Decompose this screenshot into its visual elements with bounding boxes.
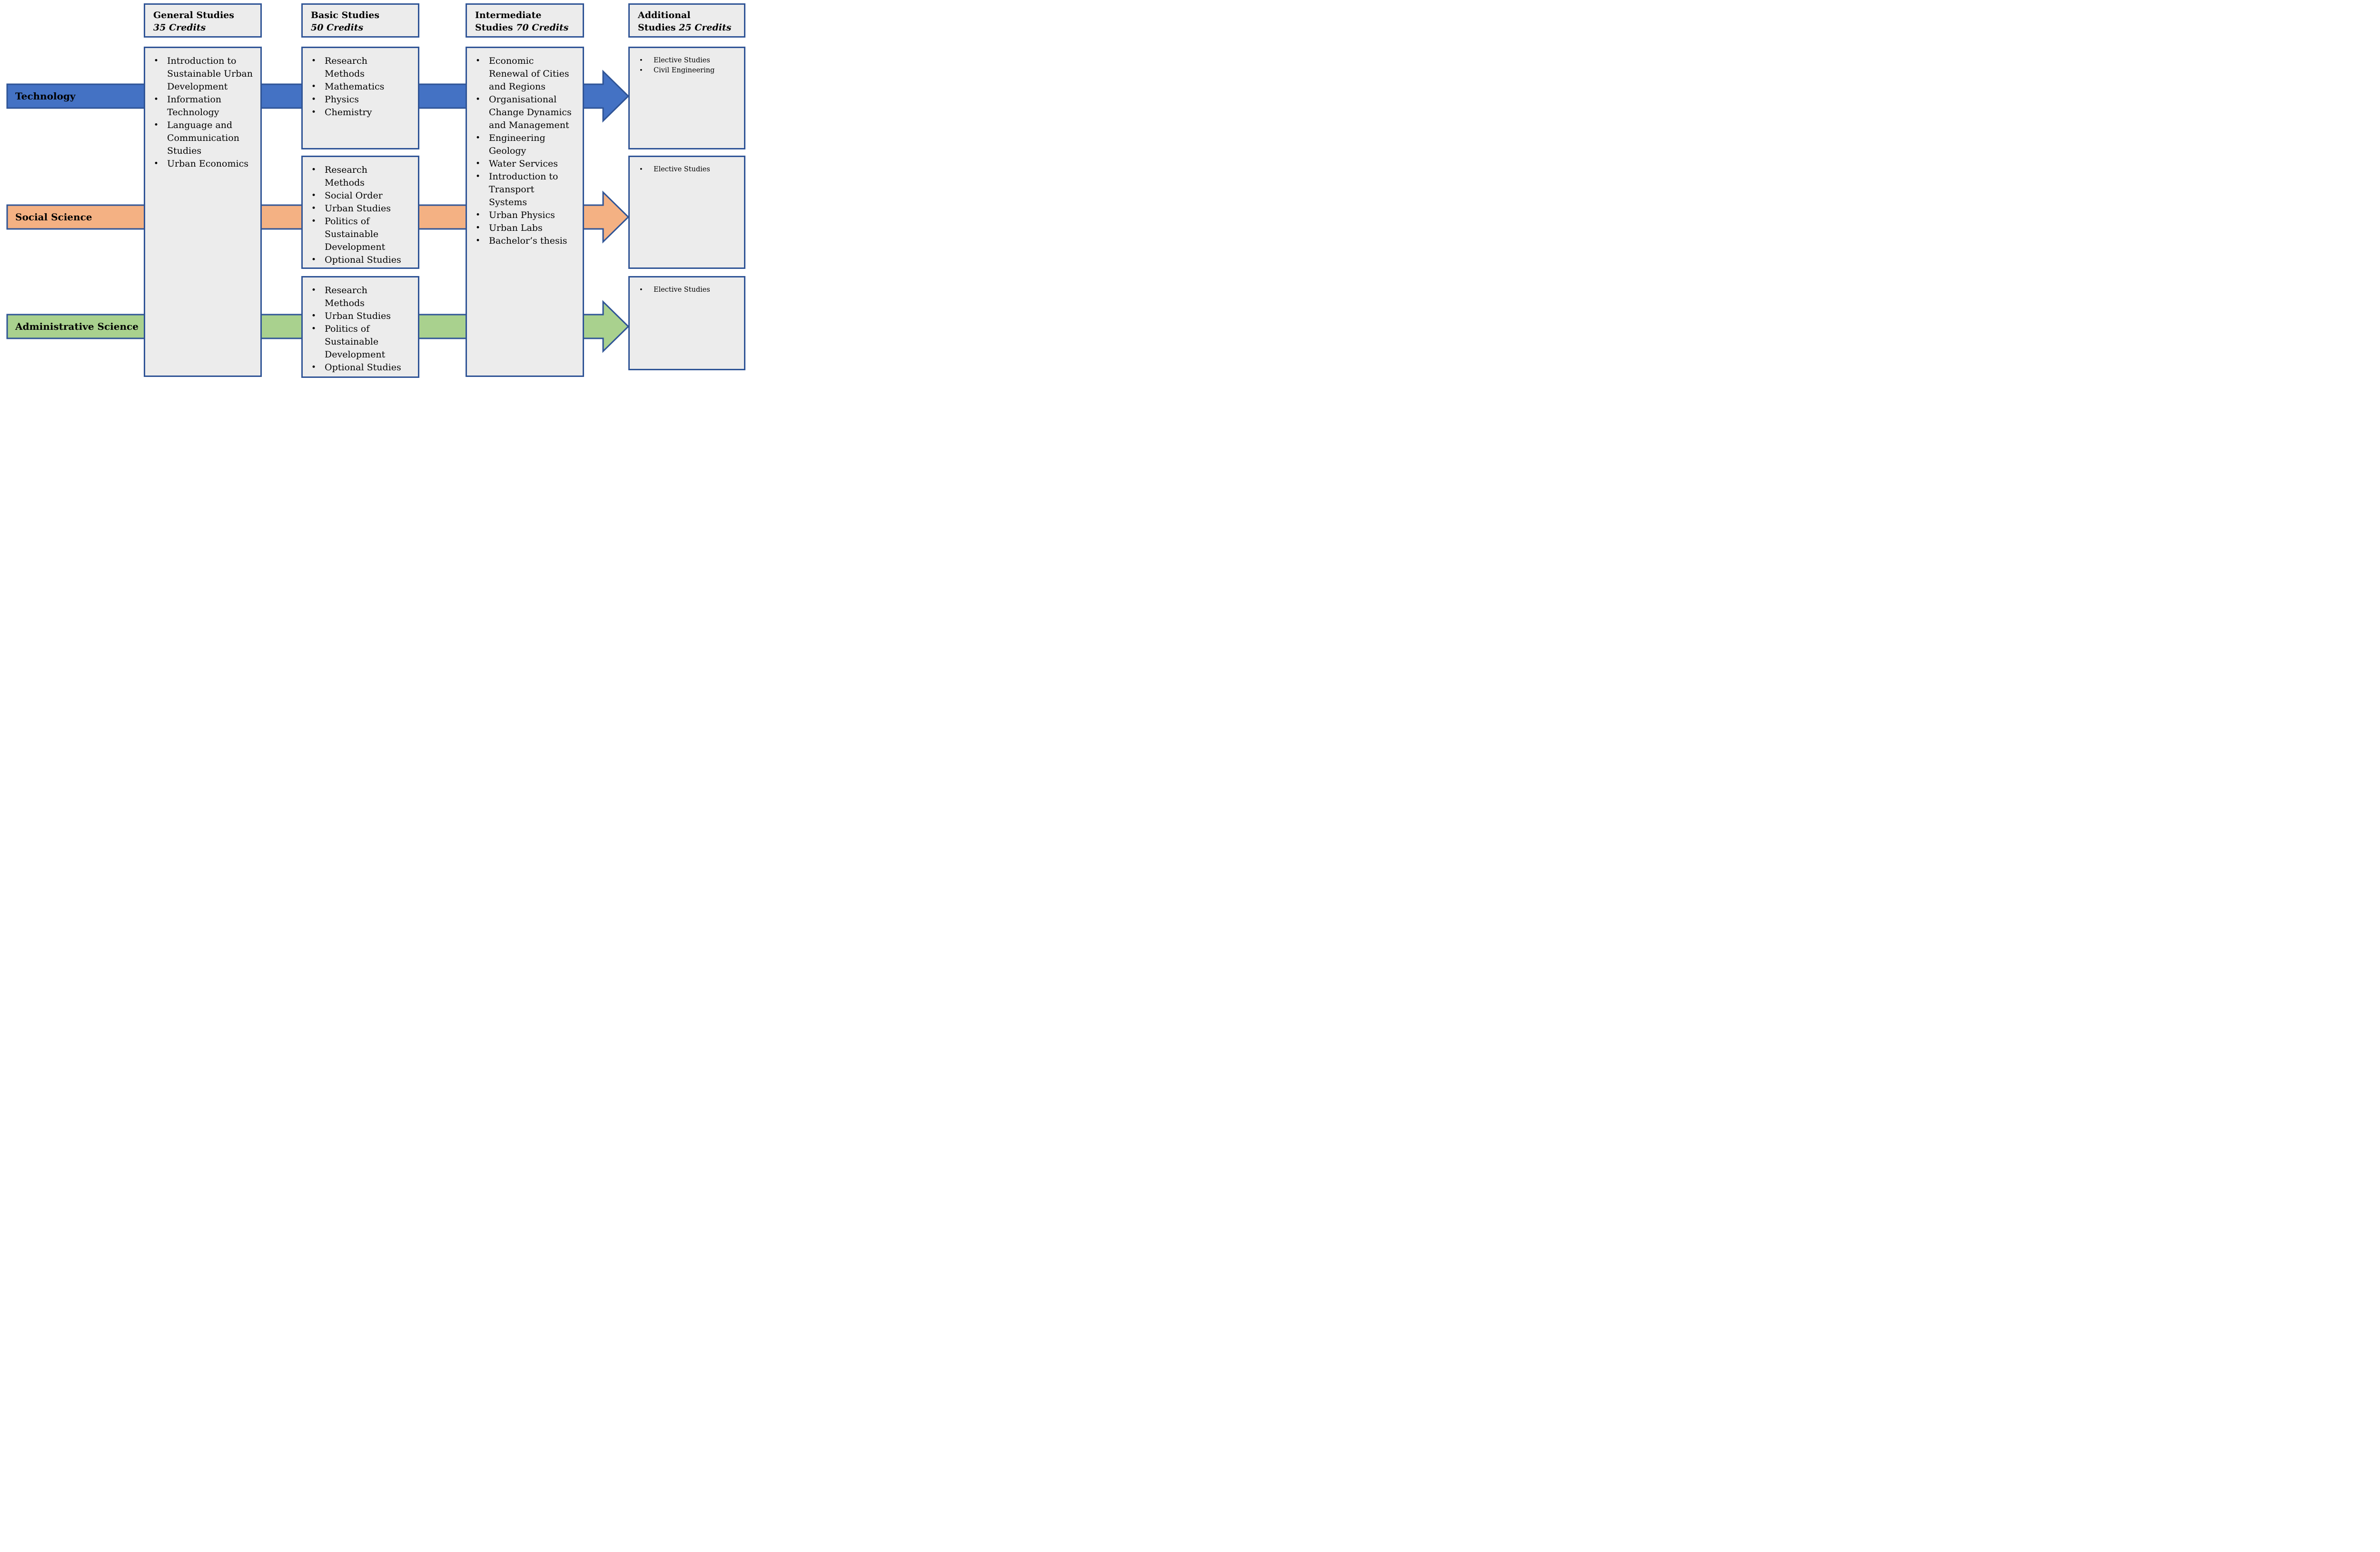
track-label-technology: Technology <box>15 90 76 102</box>
course-list: Research Methods Social Order Urban Stud… <box>303 157 418 267</box>
course-list: Research Methods Urban Studies Politics … <box>303 277 418 374</box>
list-item: Urban Studies <box>311 202 416 215</box>
list-item: Civil Engineering <box>639 66 742 76</box>
list-item: Economic Renewal of Cities and Regions <box>476 55 581 93</box>
additional-studies-social-science-box: Elective Studies <box>628 156 745 269</box>
header-intermediate-studies: Intermediate Studies 70 Credits <box>466 3 584 38</box>
basic-studies-administrative-science-box: Research Methods Urban Studies Politics … <box>301 276 419 378</box>
list-item: Social Order <box>311 189 416 202</box>
list-item: Engineering Geology <box>476 132 581 158</box>
curriculum-diagram: General Studies 35 Credits Basic Studies… <box>0 0 753 388</box>
additional-studies-technology-box: Elective Studies Civil Engineering <box>628 47 745 149</box>
course-list: Elective Studies <box>630 277 744 295</box>
list-item: Research Methods <box>311 284 416 310</box>
list-item: Optional Studies <box>311 361 416 374</box>
header-title: General Studies <box>153 10 234 20</box>
track-label-administrative-science: Administrative Science <box>15 321 139 332</box>
header-title: Additional <box>638 10 691 20</box>
header-credits-line: Studies 70 Credits <box>475 21 579 34</box>
header-basic-studies: Basic Studies 50 Credits <box>301 3 419 38</box>
list-item: Water Services <box>476 158 581 170</box>
header-credits: 50 Credits <box>311 22 364 33</box>
list-item: Mathematics <box>311 80 416 93</box>
track-label-social-science: Social Science <box>15 211 92 223</box>
list-item: Elective Studies <box>639 285 742 295</box>
header-credits-line: 35 Credits <box>153 21 257 34</box>
list-item: Introduction to Sustainable Urban Develo… <box>154 55 258 93</box>
list-item: Optional Studies <box>311 254 416 267</box>
list-item: Urban Labs <box>476 222 581 235</box>
list-item: Elective Studies <box>639 56 742 66</box>
header-general-studies: General Studies 35 Credits <box>144 3 262 38</box>
list-item: Politics of Sustainable Development <box>311 323 416 361</box>
list-item: Urban Physics <box>476 209 581 222</box>
list-item: Language and Communication Studies <box>154 119 258 158</box>
list-item: Urban Economics <box>154 158 258 170</box>
list-item: Physics <box>311 93 416 106</box>
header-line2-prefix: Studies <box>475 22 516 33</box>
course-list: Economic Renewal of Cities and Regions O… <box>467 48 583 247</box>
header-credits-line: 50 Credits <box>311 21 414 34</box>
list-item: Introduction to Transport Systems <box>476 170 581 209</box>
header-credits: 25 Credits <box>679 22 732 33</box>
header-credits: 70 Credits <box>516 22 569 33</box>
list-item: Elective Studies <box>639 165 742 175</box>
general-studies-box: Introduction to Sustainable Urban Develo… <box>144 47 262 377</box>
header-title: Intermediate <box>475 10 542 20</box>
basic-studies-technology-box: Research Methods Mathematics Physics Che… <box>301 47 419 149</box>
header-credits-line: Studies 25 Credits <box>638 21 740 34</box>
course-list: Introduction to Sustainable Urban Develo… <box>145 48 260 170</box>
basic-studies-social-science-box: Research Methods Social Order Urban Stud… <box>301 156 419 269</box>
list-item: Research Methods <box>311 164 416 189</box>
header-line2-prefix: Studies <box>638 22 679 33</box>
header-title: Basic Studies <box>311 10 380 20</box>
list-item: Organisational Change Dynamics and Manag… <box>476 93 581 132</box>
list-item: Bachelor’s thesis <box>476 235 581 247</box>
course-list: Elective Studies <box>630 157 744 175</box>
list-item: Chemistry <box>311 106 416 119</box>
additional-studies-administrative-science-box: Elective Studies <box>628 276 745 370</box>
header-additional-studies: Additional Studies 25 Credits <box>628 3 745 38</box>
course-list: Elective Studies Civil Engineering <box>630 48 744 76</box>
list-item: Politics of Sustainable Development <box>311 215 416 254</box>
intermediate-studies-box: Economic Renewal of Cities and Regions O… <box>466 47 584 377</box>
list-item: Information Technology <box>154 93 258 119</box>
list-item: Research Methods <box>311 55 416 80</box>
list-item: Urban Studies <box>311 310 416 323</box>
header-credits: 35 Credits <box>153 22 206 33</box>
course-list: Research Methods Mathematics Physics Che… <box>303 48 418 119</box>
